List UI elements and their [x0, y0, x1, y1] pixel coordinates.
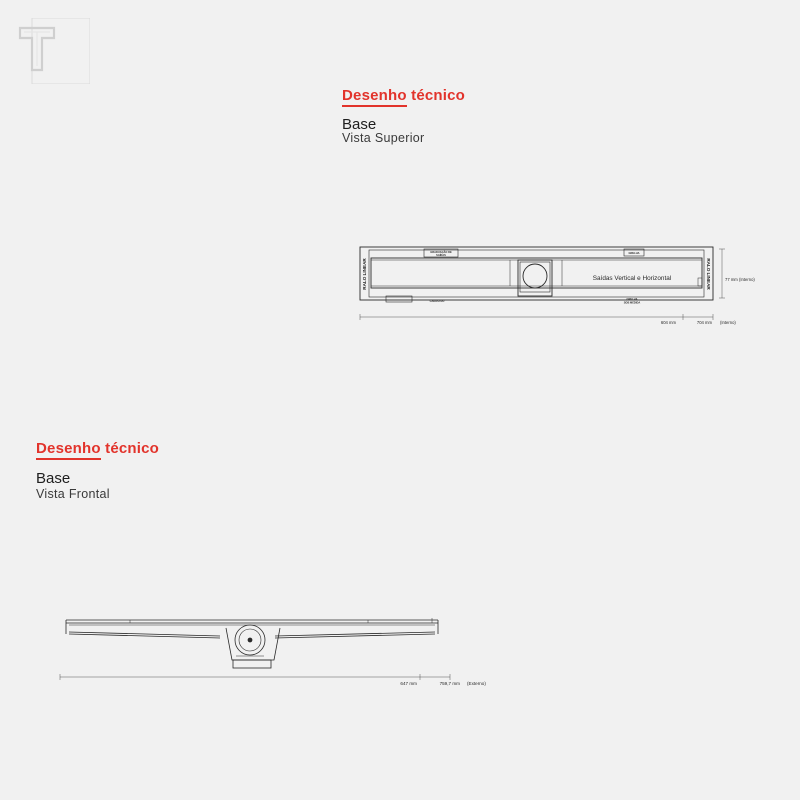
front-view-drawing: 647 mm 759,7 mm (Externo) [59, 618, 486, 686]
tag-top-right: GRELHA [629, 251, 640, 255]
front-dim-inner: 647 mm [400, 681, 417, 686]
bottom-section-heading: Desenho técnico [36, 440, 160, 460]
tag-bottom-right-line1: GRELHA [627, 297, 638, 301]
top-view-drawing: RALO LINEAR RALO LINEAR Saídas Vertical … [359, 246, 755, 325]
front-dim-outer: 759,7 mm [440, 681, 461, 686]
bottom-item-name: Base [36, 470, 71, 487]
top-heading-part1: Desenho [342, 87, 407, 107]
top-dim-height: 77 mm (Interno) [725, 277, 755, 282]
top-right-side-label: RALO LINEAR [706, 258, 711, 290]
tag-bottom-left: CADASTRO [430, 299, 445, 303]
tag-top-left-line1: GRADUAÇÃO DE [430, 249, 452, 254]
tag-bottom-right-line2: SOB MEDIDA [624, 301, 641, 305]
top-dim-outer: 704 mm [697, 320, 713, 325]
bottom-item-view: Vista Frontal [36, 487, 110, 501]
top-heading-part2: técnico [406, 87, 466, 104]
top-item-name: Base [342, 116, 377, 133]
t-logo-icon [18, 18, 90, 84]
top-dim-outer-note: (Interno) [720, 320, 736, 325]
bottom-heading-part2: técnico [100, 440, 160, 457]
tag-top-left-line2: SAÍDAS [436, 252, 446, 257]
top-dim-inner: 604 mm [661, 320, 677, 325]
top-center-text: Saídas Vertical e Horizontal [593, 275, 672, 282]
top-left-side-label: RALO LINEAR [362, 258, 367, 290]
top-section-heading: Desenho técnico [342, 87, 466, 107]
bottom-heading-part1: Desenho [36, 440, 101, 460]
top-item-view: Vista Superior [342, 131, 425, 145]
front-dim-outer-note: (Externo) [467, 681, 486, 686]
